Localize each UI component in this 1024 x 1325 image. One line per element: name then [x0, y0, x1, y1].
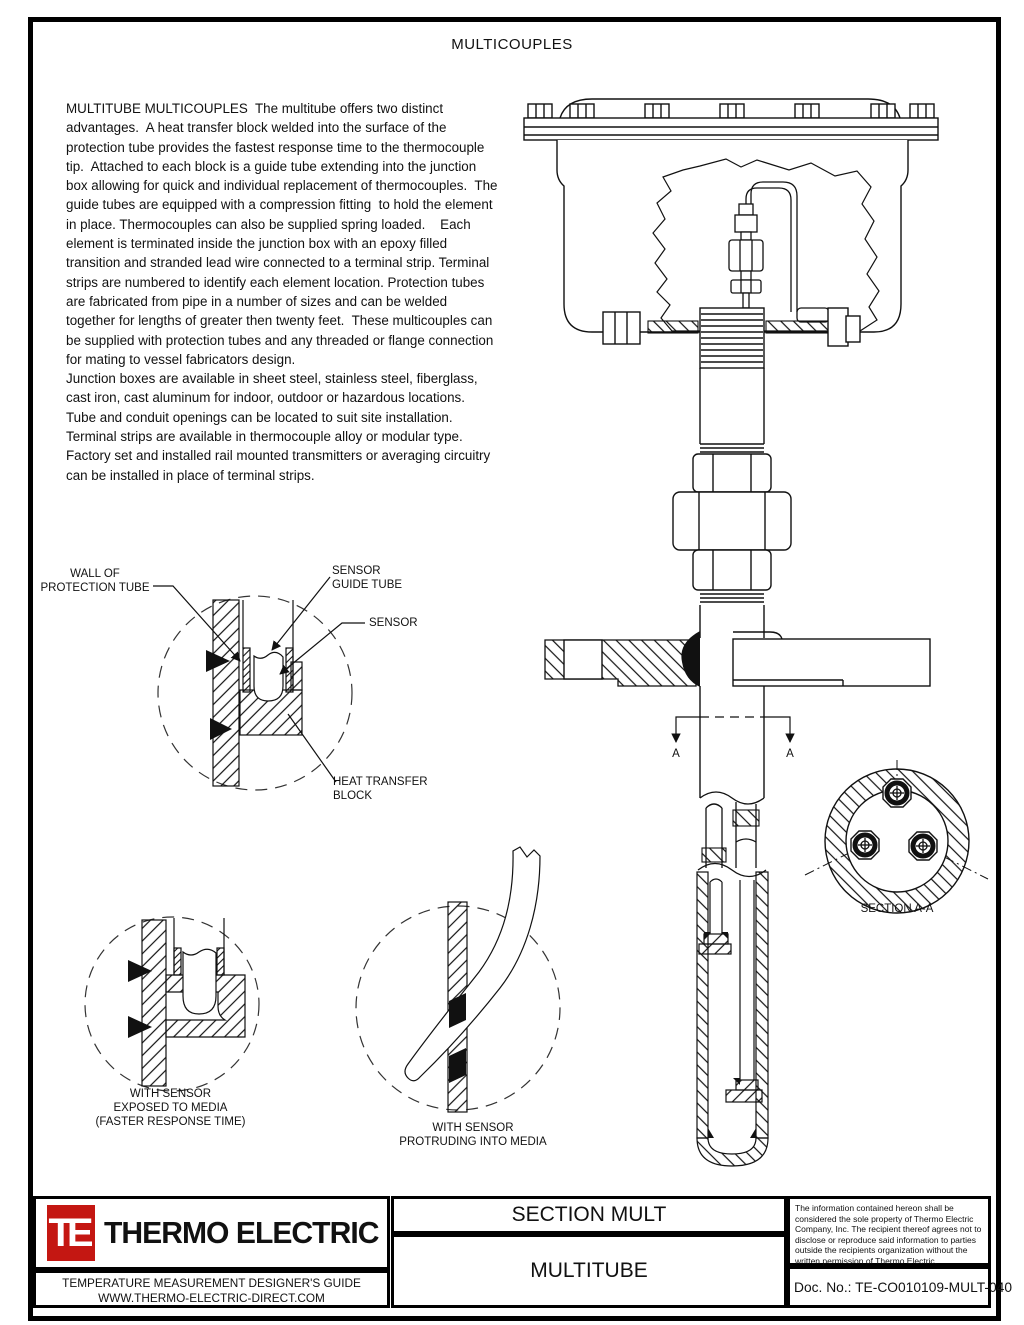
lid-bolts [527, 103, 935, 119]
tube-fitting-top [882, 778, 912, 808]
footer-section-cell: SECTION MULT [391, 1196, 787, 1234]
paragraph-2: Junction boxes are available in sheet st… [66, 371, 482, 425]
paragraph-1: MULTITUBE MULTICOUPLES The multitube off… [66, 101, 502, 367]
subsection-title: MULTITUBE [530, 1259, 648, 1282]
detail-sensor-exposed [84, 916, 260, 1092]
detail-sensor-protruding [355, 846, 561, 1113]
mounting-flange [544, 631, 931, 798]
label-wall-of-protection-tube: WALL OF PROTECTION TUBE [40, 568, 150, 594]
section-title: SECTION MULT [511, 1203, 667, 1226]
footer-legal-cell: The information contained hereon shall b… [787, 1196, 991, 1266]
label-heat-transfer-block: HEAT TRANSFER BLOCK [333, 776, 428, 802]
footer-brand-cell: TE THERMO ELECTRIC [33, 1196, 390, 1270]
protection-tube-section [696, 871, 769, 1167]
footer-subsection-cell: MULTITUBE [391, 1234, 787, 1308]
junction-box [523, 98, 939, 347]
right-fitting [827, 307, 861, 347]
conduit-hub [602, 311, 641, 345]
threaded-nipple [699, 307, 765, 444]
company-name: THERMO ELECTRIC [104, 1215, 379, 1250]
label-sensor-guide-tube: SENSOR GUIDE TUBE [332, 565, 403, 591]
compression-fitting [728, 181, 830, 323]
label-with-sensor-exposed: WITH SENSOR EXPOSED TO MEDIA (FASTER RES… [95, 1088, 246, 1128]
doc-number: Doc. No.: TE-CO010109-MULT-040 [794, 1279, 1013, 1295]
article-text: MULTITUBE MULTICOUPLES The multitube off… [66, 99, 498, 485]
label-with-sensor-protruding: WITH SENSOR PROTRUDING INTO MEDIA [399, 1122, 547, 1148]
thermo-electric-logo: TE [47, 1205, 96, 1261]
section-cut-marker [671, 716, 795, 743]
tube-fitting-left [850, 830, 880, 860]
paragraph-3: Terminal strips are available in thermoc… [66, 429, 494, 483]
page-title: MULTICOUPLES [451, 36, 573, 53]
label-section-a-left: A [672, 748, 680, 760]
cutaway-tear [652, 158, 880, 332]
footer-docno-cell: Doc. No.: TE-CO010109-MULT-040 [787, 1266, 1012, 1308]
section-aa-view [804, 760, 989, 914]
label-sensor: SENSOR [369, 617, 418, 629]
pipe-break [697, 791, 767, 878]
label-section-a-right: A [786, 748, 794, 760]
label-section-aa: SECTION A-A [860, 903, 934, 915]
page-border [28, 17, 1001, 1321]
union-nut [672, 443, 792, 638]
tube-fitting-right [908, 831, 938, 861]
footer-tagline-cell: TEMPERATURE MEASUREMENT DESIGNER'S GUIDE… [33, 1270, 390, 1308]
leader-lines [153, 576, 365, 783]
detail-heat-transfer-block [157, 595, 353, 791]
